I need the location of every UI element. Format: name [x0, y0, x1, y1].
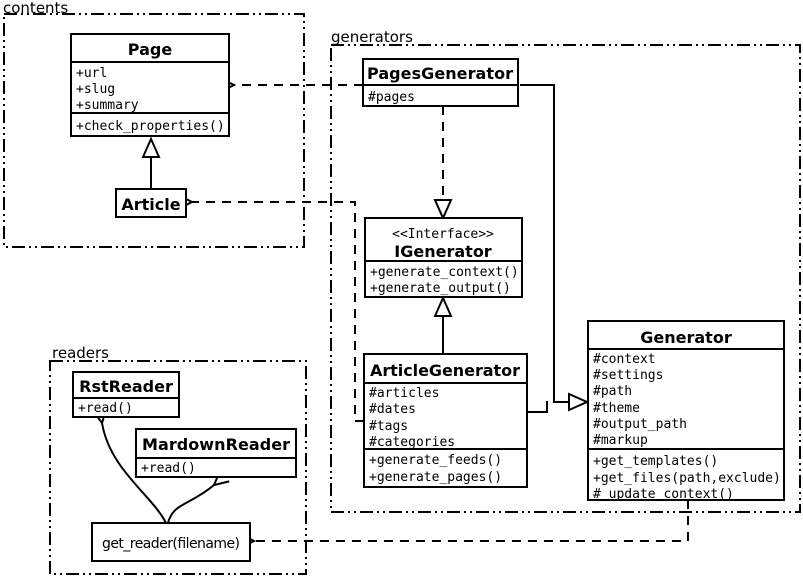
- class-attribute: +slug: [76, 82, 115, 97]
- class-pagesgenerator-outline: [362, 58, 519, 107]
- class-articlegenerator-outline: [363, 353, 528, 488]
- class-article-outline: [115, 188, 187, 218]
- class-box-mardownreader: MardownReader +read(): [135, 428, 297, 478]
- edge-articlegenerator-uses-article: [192, 202, 364, 422]
- class-attribute: #pages: [368, 90, 415, 105]
- class-attribute: #output_path: [593, 417, 687, 432]
- package-contents: contents: [3, 0, 305, 248]
- class-attribute: #context: [593, 352, 656, 367]
- class-method: +generate_pages(): [369, 470, 502, 485]
- edge-getreader-to-mardownreader: [167, 485, 214, 524]
- class-attribute: +url: [76, 66, 107, 81]
- class-box-pagesgenerator: PagesGenerator #pages: [362, 58, 519, 107]
- package-generators-border: [330, 44, 801, 513]
- class-generator-outline: [587, 320, 785, 501]
- function-getreader-outline: [91, 522, 251, 562]
- class-attribute: #path: [593, 384, 632, 399]
- class-box-article: Article: [115, 188, 187, 218]
- class-method: +check_properties(): [76, 119, 225, 134]
- class-box-articlegenerator: ArticleGenerator #articles #dates #tags …: [363, 353, 528, 488]
- class-method: +read(): [78, 401, 133, 416]
- class-rstreader-outline: [72, 371, 180, 418]
- class-attribute: +summary: [76, 98, 139, 113]
- edge-pagesgenerator-extends-generator: [520, 84, 590, 412]
- class-page-outline: [70, 33, 230, 137]
- class-attribute: #dates: [369, 402, 416, 417]
- class-box-igenerator: <<Interface>> IGenerator +generate_conte…: [364, 217, 523, 298]
- edge-getreader-to-rstreader: [102, 423, 167, 524]
- class-method: +generate_output(): [370, 281, 511, 296]
- class-title: RstReader: [79, 377, 173, 396]
- class-method: +read(): [141, 461, 196, 476]
- class-title: IGenerator: [394, 242, 492, 261]
- class-attribute: #settings: [593, 368, 663, 383]
- function-label: get_reader(filename): [102, 536, 240, 552]
- class-method: +generate_context(): [370, 265, 519, 280]
- class-attribute: #markup: [593, 433, 648, 448]
- package-readers: readers: [49, 344, 307, 575]
- class-title: Page: [128, 40, 173, 59]
- class-attribute: #articles: [369, 386, 439, 401]
- function-box-getreader: get_reader(filename): [91, 522, 251, 562]
- class-attribute: #theme: [593, 401, 640, 416]
- class-title: Article: [121, 195, 180, 214]
- package-generators-label: generators: [331, 28, 413, 46]
- package-contents-border: [3, 13, 305, 248]
- package-readers-border: [49, 360, 307, 575]
- class-title: Generator: [640, 328, 732, 347]
- class-stereotype: <<Interface>>: [392, 227, 494, 242]
- class-mardownreader-outline: [135, 428, 297, 478]
- package-generators: generators: [330, 28, 801, 513]
- class-title: ArticleGenerator: [370, 361, 520, 380]
- class-attribute: #tags: [369, 419, 408, 434]
- class-method: +get_templates(): [593, 454, 718, 469]
- class-igenerator-outline: [364, 217, 523, 298]
- class-box-page: Page +url +slug +summary +check_properti…: [70, 33, 230, 137]
- class-method: +generate_feeds(): [369, 453, 502, 468]
- class-box-generator: Generator #context #settings #path #them…: [587, 320, 785, 502]
- package-readers-label: readers: [52, 344, 109, 362]
- package-contents-label: contents: [3, 0, 68, 17]
- class-method: +get_files(path,exclude): [593, 471, 781, 486]
- edge-articlegenerator-extends-generator: [527, 401, 548, 413]
- edge-generator-uses-getreader: [254, 500, 689, 541]
- class-attribute: #categories: [369, 435, 455, 450]
- class-title: MardownReader: [142, 435, 290, 454]
- class-method: #_update_context(): [593, 487, 734, 502]
- class-box-rstreader: RstReader +read(): [72, 371, 180, 418]
- class-title: PagesGenerator: [367, 64, 513, 83]
